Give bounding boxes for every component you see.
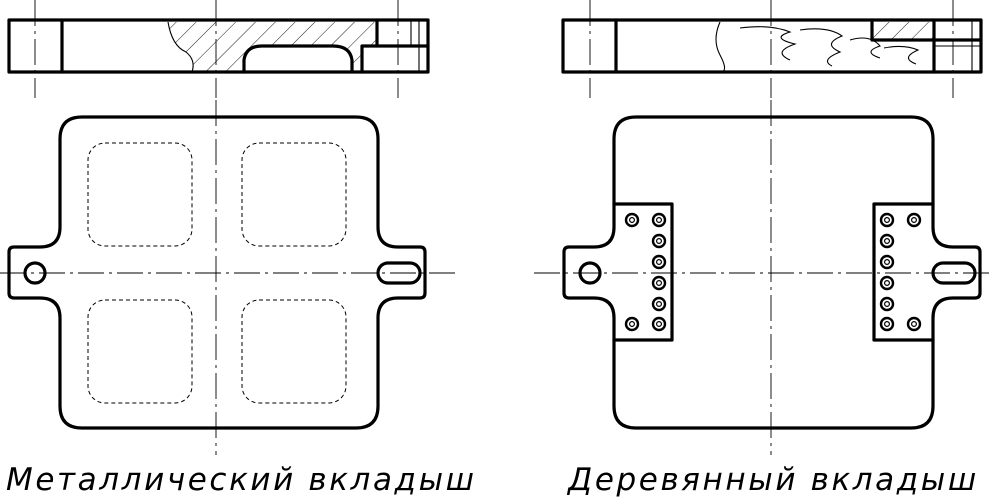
wood-plan-outline: [562, 115, 982, 430]
wood-plate-holes: [624, 212, 922, 332]
screw-hole-center-3: [655, 238, 662, 245]
metal-plan-outline: [7, 115, 427, 430]
metal-mount-slot: [376, 261, 422, 285]
wood-plate-right: [872, 202, 935, 342]
screw-hole-center-8: [655, 321, 662, 328]
screw-hole-center-14: [883, 301, 890, 308]
screw-hole-center-15: [883, 321, 890, 328]
wood-plate-left: [612, 202, 674, 342]
wood-insert-plan-view: [534, 100, 994, 455]
wood-insert-side-view: [561, 0, 983, 98]
metal-slot-section: [360, 18, 379, 74]
screw-hole-center-1: [628, 217, 635, 224]
screw-hole-center-6: [655, 301, 662, 308]
metal-pocket-bottom-left: [87, 299, 193, 404]
screw-hole-center-16: [910, 321, 917, 328]
caption-metal-insert: Металлический вкладыш: [6, 462, 477, 498]
metal-insert-plan-view: [0, 100, 460, 455]
wood-plate-section: [870, 18, 983, 42]
metal-groove-profile: [242, 44, 354, 74]
screw-hole-center-5: [655, 280, 662, 287]
screw-hole-center-7: [628, 321, 635, 328]
screw-hole-center-2: [655, 217, 662, 224]
screw-hole-center-13: [883, 280, 890, 287]
caption-wood-insert: Деревянный вкладыш: [568, 462, 979, 498]
screw-hole-center-4: [655, 259, 662, 266]
wood-section-hatch: [872, 22, 934, 40]
screw-hole-center-10: [910, 217, 917, 224]
metal-insert-side-view: [7, 0, 430, 98]
metal-pocket-bottom-right: [241, 299, 347, 404]
screw-hole-center-12: [883, 259, 890, 266]
metal-pocket-top-left: [87, 142, 193, 247]
wood-break-line: [715, 21, 726, 73]
screw-hole-center-9: [883, 217, 890, 224]
screw-hole-center-11: [883, 238, 890, 245]
metal-pocket-top-right: [241, 142, 347, 247]
wood-grain: [739, 26, 920, 67]
metal-break-line: [167, 21, 194, 73]
